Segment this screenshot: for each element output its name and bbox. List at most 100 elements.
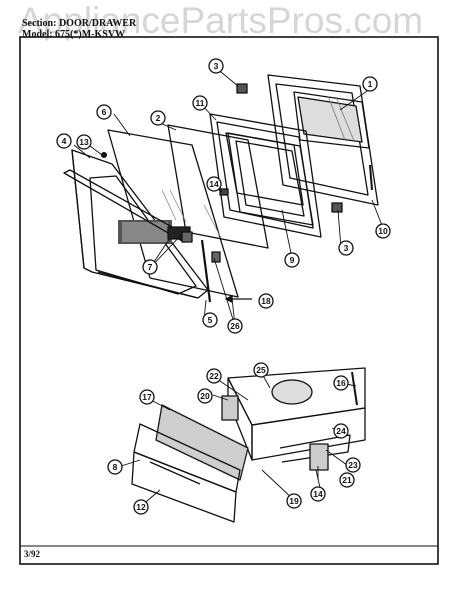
section-title: Section: DOOR/DRAWER — [22, 18, 137, 29]
glass-frame — [227, 132, 314, 226]
callout-circle — [310, 486, 326, 502]
callout-6: 6 — [96, 104, 112, 120]
callout-14-2: 14 — [310, 486, 326, 502]
footer-date: 3/92 — [24, 549, 41, 559]
callout-3: 3 — [208, 58, 224, 74]
bracket-right — [309, 443, 329, 471]
page-border — [19, 36, 439, 565]
callout-20: 20 — [197, 388, 213, 404]
callout-label: 17 — [142, 392, 152, 402]
watermark: AppliancePartsPros.com — [18, 0, 424, 41]
callout-label: 3 — [214, 61, 219, 71]
door-liner — [267, 74, 379, 206]
callout-16: 16 — [333, 375, 349, 391]
callout-label: 1 — [368, 79, 373, 89]
callout-circle — [333, 375, 349, 391]
callout-group: 1233456789101112131414161718192021222324… — [56, 58, 391, 515]
callout-12: 12 — [133, 499, 149, 515]
clip — [211, 251, 221, 263]
callout-circle — [362, 76, 378, 92]
callout-18: 18 — [258, 293, 274, 309]
side-trim — [200, 239, 212, 303]
callout-7: 7 — [142, 259, 158, 275]
callout-25: 25 — [253, 362, 269, 378]
callout-8: 8 — [107, 459, 123, 475]
callout-label: 23 — [348, 460, 358, 470]
callout-11: 11 — [192, 95, 208, 111]
callout-circle — [375, 223, 391, 239]
hinge-bracket-top — [236, 83, 248, 94]
callout-label: 13 — [79, 137, 89, 147]
model-number: Model: 675(*)M-KSVW — [22, 29, 126, 40]
callout-label: 16 — [336, 378, 346, 388]
callout-label: 2 — [156, 113, 161, 123]
callout-9: 9 — [284, 252, 300, 268]
callout-22: 22 — [206, 368, 222, 384]
callout-circle — [139, 389, 155, 405]
callout-circle — [333, 423, 349, 439]
callout-circle — [56, 133, 72, 149]
callout-circle — [227, 318, 243, 334]
callout-5: 5 — [202, 312, 218, 328]
callout-circle — [208, 58, 224, 74]
callout-1: 1 — [362, 76, 378, 92]
callout-4: 4 — [56, 133, 72, 149]
drawer-front — [131, 423, 241, 523]
callout-23: 23 — [345, 457, 361, 473]
callout-circle — [345, 457, 361, 473]
spring — [219, 188, 229, 196]
screw — [100, 151, 108, 159]
callout-circle — [150, 110, 166, 126]
callout-3-2: 3 — [338, 240, 354, 256]
insulation-panel — [155, 404, 249, 481]
inner-glass — [167, 124, 269, 249]
callout-circle — [284, 252, 300, 268]
outer-door-frame — [71, 149, 209, 299]
callout-circle — [76, 134, 92, 150]
callout-label: 8 — [113, 462, 118, 472]
callout-14: 14 — [206, 176, 222, 192]
callout-21: 21 — [339, 472, 355, 488]
callout-label: 5 — [208, 315, 213, 325]
callout-label: 19 — [289, 496, 299, 506]
callout-circle — [96, 104, 112, 120]
callout-circle — [197, 388, 213, 404]
callout-17: 17 — [139, 389, 155, 405]
callout-label: 4 — [62, 136, 67, 146]
callout-label: 25 — [256, 365, 266, 375]
callout-10: 10 — [375, 223, 391, 239]
callout-label: 21 — [342, 475, 352, 485]
callout-circle — [192, 95, 208, 111]
callout-circle — [206, 368, 222, 384]
callout-label: 11 — [196, 98, 205, 108]
callout-circle — [258, 293, 274, 309]
callout-circle — [286, 493, 302, 509]
callout-label: 24 — [336, 426, 346, 436]
callout-label: 22 — [209, 371, 219, 381]
callout-circle — [133, 499, 149, 515]
door-handle — [63, 169, 193, 243]
hinge-bracket-bottom — [331, 202, 343, 213]
callout-label: 14 — [313, 489, 323, 499]
drawer-body — [227, 367, 366, 461]
callout-circle — [202, 312, 218, 328]
callout-circle — [338, 240, 354, 256]
callout-13: 13 — [76, 134, 92, 150]
callout-label: 6 — [102, 107, 107, 117]
callout-label: 10 — [378, 226, 388, 236]
callout-label: 12 — [136, 502, 146, 512]
callout-label: 26 — [230, 321, 240, 331]
bracket-left — [221, 395, 239, 421]
callout-circle — [339, 472, 355, 488]
callout-label: 18 — [261, 296, 271, 306]
callout-label: 14 — [209, 179, 219, 189]
callout-circle — [107, 459, 123, 475]
callout-24: 24 — [333, 423, 349, 439]
callout-19: 19 — [286, 493, 302, 509]
callout-label: 9 — [290, 255, 295, 265]
callout-circle — [142, 259, 158, 275]
callout-circle — [206, 176, 222, 192]
callout-2: 2 — [150, 110, 166, 126]
callout-circle — [253, 362, 269, 378]
